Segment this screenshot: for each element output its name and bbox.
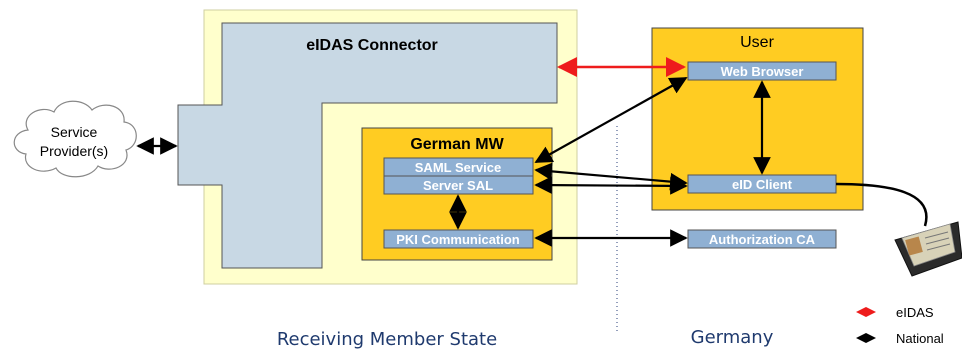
card-reader-cable — [835, 182, 928, 227]
legend-eidas-label: eIDAS — [896, 305, 934, 320]
german-mw-title: German MW — [410, 136, 504, 153]
saml-service-label: SAML Service — [415, 160, 501, 175]
service-provider-label-line1: Service — [51, 124, 98, 140]
server-sal-label: Server SAL — [423, 178, 493, 193]
authorization-ca-label: Authorization CA — [709, 232, 816, 247]
id-card-reader-icon — [894, 221, 962, 277]
service-provider-cloud — [13, 100, 137, 178]
legend-national-icon — [856, 333, 876, 343]
pki-communication-bar — [383, 229, 534, 249]
legend-eidas-icon — [856, 307, 876, 317]
eidas-connector-title: eIDAS Connector — [306, 37, 438, 54]
receiving-state-label: Receiving Member State — [277, 329, 497, 350]
web-browser-label: Web Browser — [721, 64, 804, 79]
saml-browser-arrow — [534, 77, 688, 163]
user-title: User — [740, 34, 774, 51]
legend-national-label: National — [896, 331, 944, 346]
germany-label: Germany — [691, 327, 774, 348]
legend: eIDAS National — [856, 305, 944, 346]
server-sal-bar — [383, 175, 534, 195]
pki-communication-label: PKI Communication — [396, 232, 520, 247]
authorization-ca-bar — [687, 229, 837, 249]
sal-client-arrow — [534, 176, 688, 195]
web-browser-bar — [687, 61, 837, 81]
eid-client-label: eID Client — [732, 177, 793, 192]
service-provider-label-line2: Provider(s) — [40, 143, 108, 159]
